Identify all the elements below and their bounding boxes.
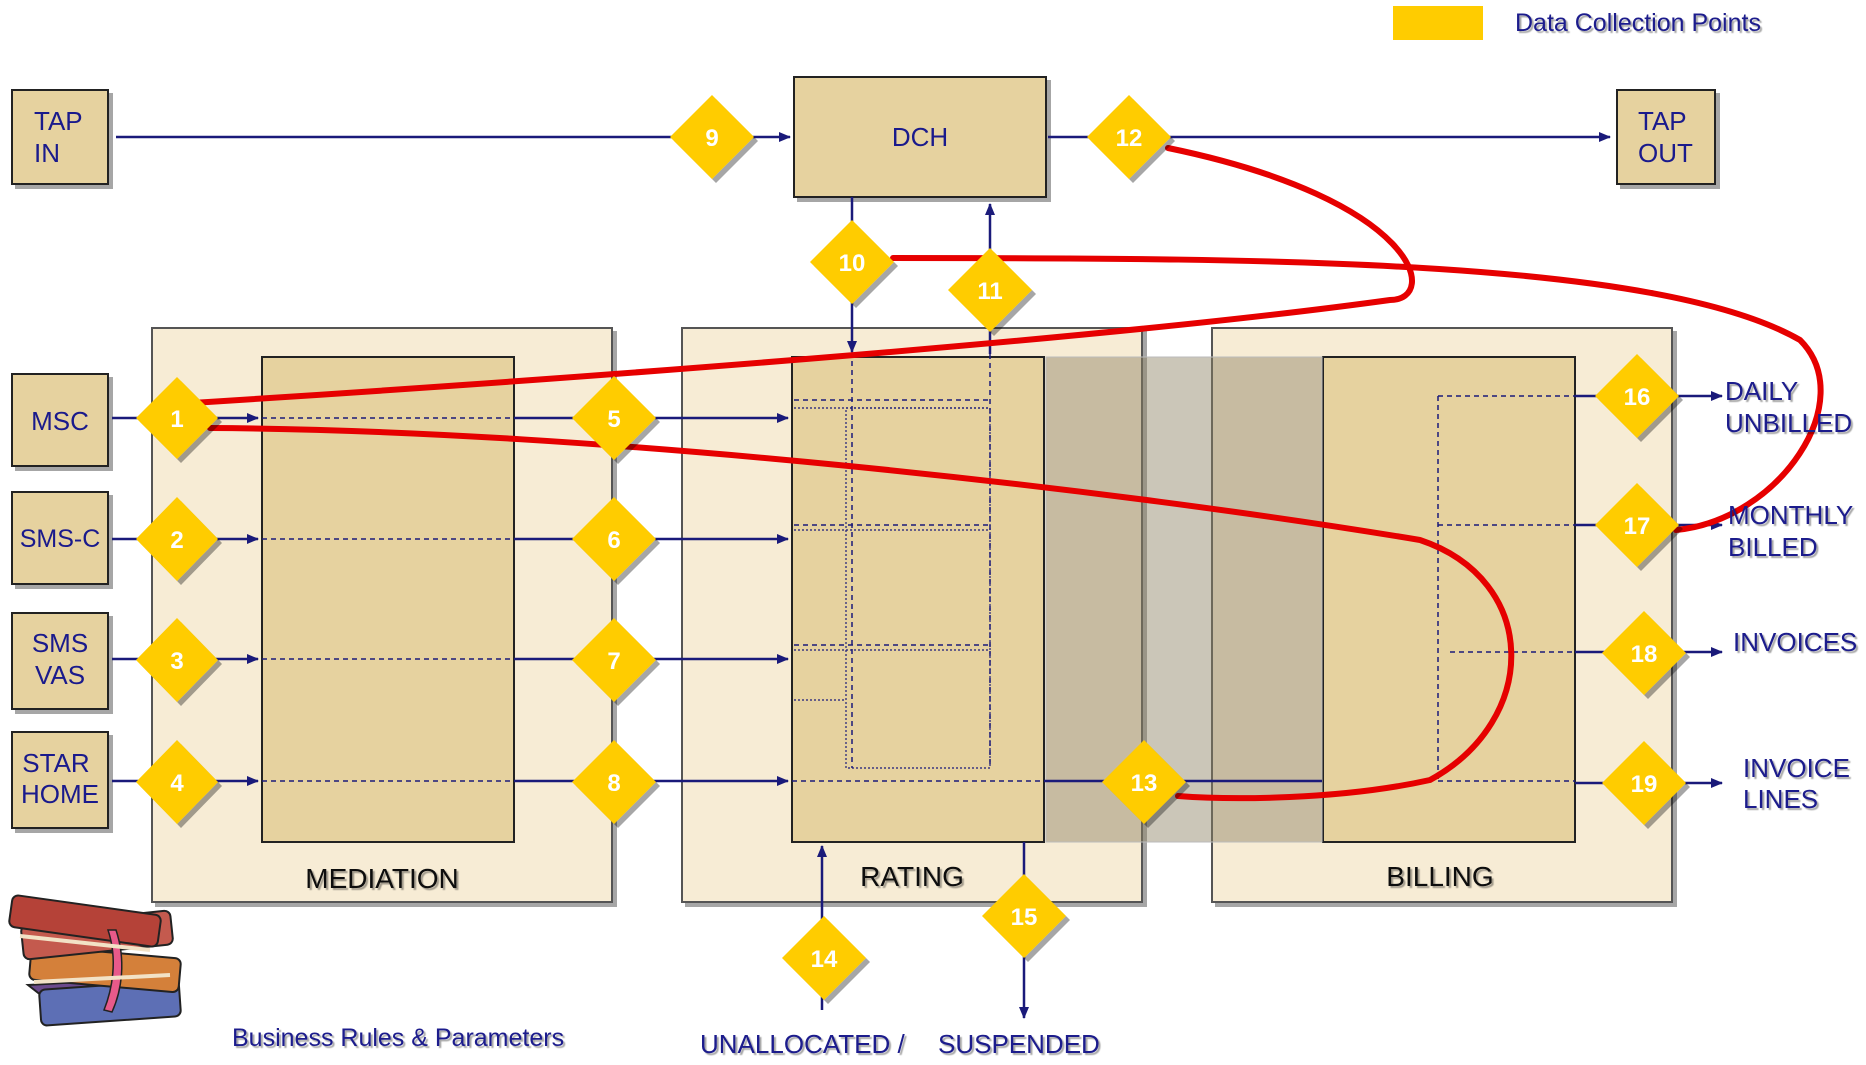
point-13-label: 13 <box>1131 770 1158 797</box>
unallocated-label: UNALLOCATED / <box>700 1029 905 1059</box>
point-10-label: 10 <box>839 250 866 277</box>
diamond-11 <box>948 248 1032 332</box>
sms-vas-line1: SMS <box>32 628 88 658</box>
diamond-15 <box>982 874 1066 958</box>
star-home-line1: STAR <box>22 748 89 778</box>
monthly-billed-line1: MONTHLY <box>1728 500 1853 530</box>
node-sms-c: SMS-C <box>11 491 109 585</box>
diamond-17 <box>1595 483 1679 567</box>
daily-unbilled-line1: DAILY <box>1725 376 1798 406</box>
billing-core <box>1322 356 1576 843</box>
diamond-13 <box>1102 740 1186 824</box>
diamond-7 <box>572 618 656 702</box>
legend-swatch <box>1393 6 1483 40</box>
curve-1-to-13 <box>207 425 1515 802</box>
point-15-label: 15 <box>1011 904 1038 931</box>
point-19-label: 19 <box>1631 771 1658 798</box>
point-16-label: 16 <box>1624 384 1651 411</box>
diamond-1 <box>136 377 218 459</box>
point-17-label: 17 <box>1624 513 1651 540</box>
invoice-lines-line1: INVOICE <box>1743 753 1850 783</box>
diamond-2 <box>136 497 218 581</box>
diamond-14 <box>782 916 866 1000</box>
invoices-label: INVOICES <box>1733 627 1857 657</box>
legend-label: Data Collection Points <box>1515 9 1761 37</box>
point-9-label: 9 <box>705 125 718 152</box>
diamond-3 <box>136 618 218 702</box>
point-12-label: 12 <box>1116 125 1143 152</box>
star-home-line2: HOME <box>21 779 99 809</box>
diamond-4 <box>136 740 218 824</box>
rating-dotted-grid <box>794 407 991 769</box>
rating-core <box>791 356 1045 843</box>
panel-billing <box>1211 327 1673 903</box>
node-tap-in: TAP IN <box>11 89 109 185</box>
diamond-9 <box>670 95 754 179</box>
tap-in-line2: IN <box>34 138 60 168</box>
sms-c-label: SMS-C <box>20 525 101 553</box>
node-dch: DCH <box>793 76 1047 198</box>
point-1-label: 1 <box>170 406 183 433</box>
curve-10-to-17 <box>890 255 1824 533</box>
monthly-billed-line2: BILLED <box>1728 532 1818 562</box>
panel-mediation <box>151 327 613 903</box>
node-tap-out: TAP OUT <box>1616 89 1716 185</box>
output-labels: DAILY UNBILLED MONTHLY BILLED INVOICES I… <box>700 376 1857 1059</box>
diamond-10 <box>810 220 894 304</box>
diamond-19 <box>1602 741 1686 825</box>
point-18-label: 18 <box>1631 641 1658 668</box>
point-3-label: 3 <box>170 648 183 675</box>
node-msc: MSC <box>11 373 109 467</box>
business-rules-label: Business Rules & Parameters <box>232 1024 564 1052</box>
collection-numbers: 1 2 3 4 5 6 7 8 9 10 11 12 13 14 15 16 1… <box>170 125 1657 973</box>
books-icon <box>8 894 182 1027</box>
diamond-8 <box>572 740 656 824</box>
diamond-16 <box>1595 354 1679 438</box>
tap-out-line1: TAP <box>1638 106 1687 136</box>
collection-diamonds <box>136 95 1686 1000</box>
data-lineage-curves <box>173 145 1824 802</box>
point-14-label: 14 <box>811 946 838 973</box>
point-2-label: 2 <box>170 527 183 554</box>
point-11-label: 11 <box>977 278 1002 305</box>
sms-vas-line2: VAS <box>35 660 85 690</box>
point-6-label: 6 <box>607 527 620 554</box>
diamond-18 <box>1602 611 1686 695</box>
point-8-label: 8 <box>607 770 620 797</box>
diamond-6 <box>572 497 656 581</box>
point-5-label: 5 <box>607 406 620 433</box>
tap-in-line1: TAP <box>34 106 83 136</box>
panel-label-mediation: MEDIATION <box>305 863 458 894</box>
node-sms-vas: SMS VAS <box>11 612 109 710</box>
panel-rating <box>681 327 1143 903</box>
legend: Data Collection Points <box>1393 6 1761 40</box>
point-7-label: 7 <box>607 648 620 675</box>
curve-12-to-1 <box>173 145 1415 407</box>
invoice-lines-line2: LINES <box>1743 784 1818 814</box>
node-star-home: STAR HOME <box>11 731 109 829</box>
daily-unbilled-line2: UNBILLED <box>1725 408 1852 438</box>
diamond-5 <box>572 376 656 460</box>
rating-billing-bridge <box>1045 356 1323 843</box>
panel-label-rating: RATING <box>860 861 964 892</box>
tap-out-line2: OUT <box>1638 138 1693 168</box>
panel-label-billing: BILLING <box>1386 861 1493 892</box>
msc-label: MSC <box>31 406 89 436</box>
diamond-12 <box>1087 95 1171 179</box>
suspended-label: SUSPENDED <box>938 1029 1100 1059</box>
dch-label: DCH <box>892 122 948 152</box>
point-4-label: 4 <box>170 770 184 797</box>
